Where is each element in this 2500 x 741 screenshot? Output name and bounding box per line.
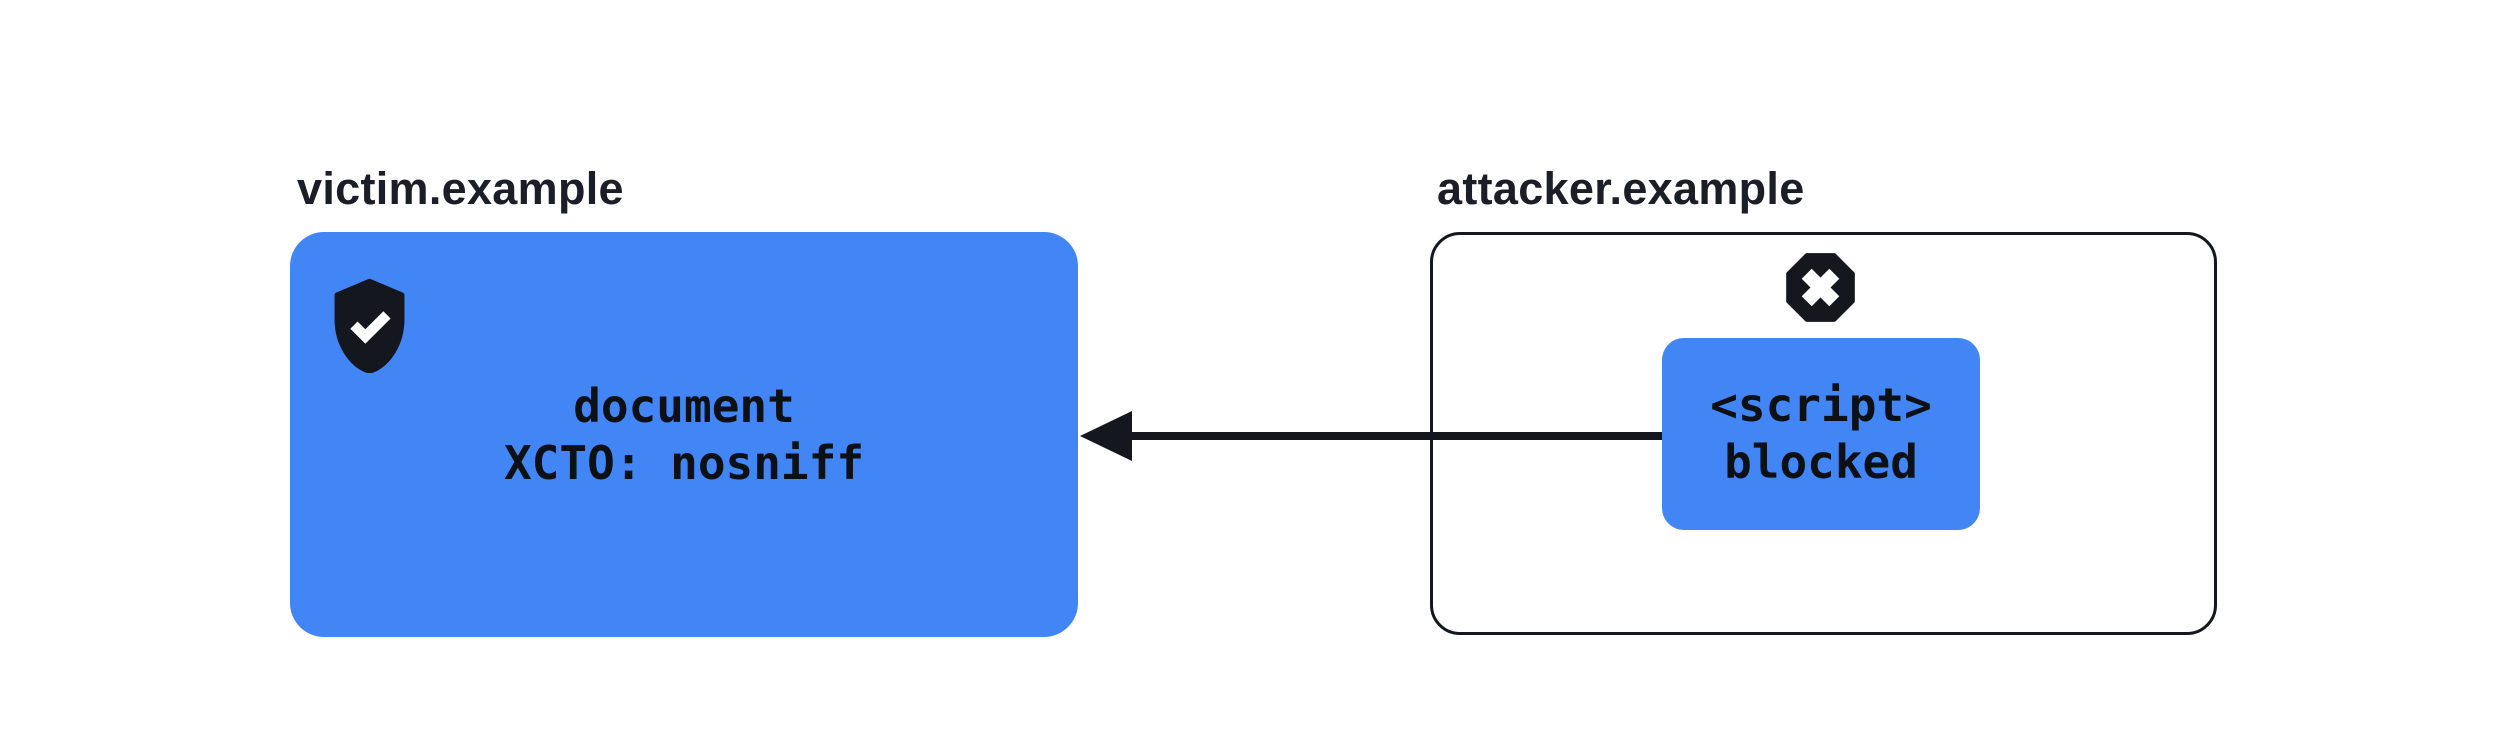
victim-node-line2: XCTO: nosniff <box>503 435 865 490</box>
script-node-text: <script>blocked <box>1710 377 1932 491</box>
blocked-request-arrow <box>1080 411 1662 461</box>
attacker-domain-label: attacker.example <box>1437 163 1805 214</box>
script-node-line2: blocked <box>1724 435 1918 489</box>
blocked-script-node: <script>blocked <box>1662 338 1980 530</box>
shield-check-icon <box>331 278 408 374</box>
victim-domain-label: victim.example <box>297 163 624 214</box>
script-node-line1: <script> <box>1710 378 1932 432</box>
victim-node-line1: document <box>573 378 795 433</box>
blocked-x-icon <box>1782 249 1859 326</box>
